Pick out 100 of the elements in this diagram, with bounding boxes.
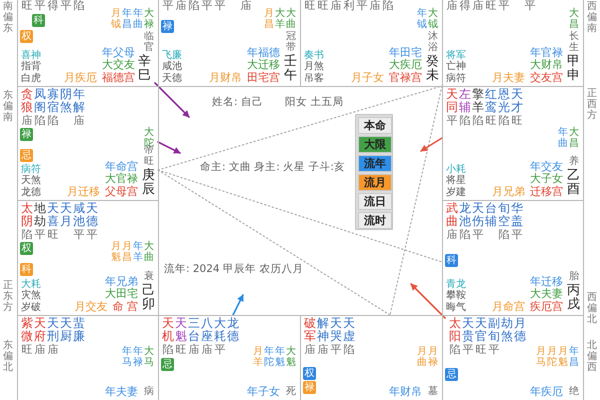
minor-star-label: 年马: [122, 346, 132, 368]
palace-cell: [158, 0, 301, 87]
star-brightness: 平: [201, 0, 213, 12]
minor-star-label: 大羊: [275, 8, 285, 30]
life-stage-label: 养: [569, 156, 579, 167]
star-name: 天厨: [60, 317, 72, 344]
spirit-star-label: 咸池: [162, 61, 182, 72]
palace-label: 大官禄: [105, 173, 138, 186]
star-name: 阴煞: [60, 88, 72, 114]
life-stage-label: 沐浴: [428, 31, 438, 53]
spirit-star-label: 病符: [446, 72, 466, 84]
palace-label: 年子女: [247, 386, 280, 398]
minor-star-label: 年曲: [558, 127, 568, 149]
minor-star-label: 大曲: [144, 241, 154, 263]
spirit-star-label: 龙德: [21, 186, 41, 198]
minor-star-label: 大昌: [569, 127, 579, 149]
dotted-line: [158, 86, 442, 170]
palace-label: 福德宫: [102, 72, 135, 84]
dotted-line: [158, 170, 390, 316]
palace-cell: [300, 0, 443, 87]
stem-branch-label: 壬午: [284, 54, 297, 84]
star-name: 天官: [475, 317, 487, 344]
star-brightness: 陷: [498, 115, 510, 127]
star-brightness: 平: [214, 344, 226, 356]
palace-cell: [17, 200, 159, 316]
palace-label: 月命宫: [492, 300, 525, 313]
star-brightness: 陷: [162, 344, 174, 356]
palace-label: 年福德: [247, 46, 280, 58]
star-name: 破军: [304, 317, 316, 344]
minor-star-label: 大钺: [428, 8, 438, 30]
star-name: 解神: [317, 317, 329, 344]
minor-star-label: 月魁: [111, 241, 121, 263]
stem-branch-label: 甲申: [567, 54, 580, 84]
star-brightness: 平: [488, 344, 500, 356]
star-brightness: 陷: [472, 115, 484, 127]
star-name: 红鸾: [485, 88, 497, 114]
star-brightness: 平: [34, 0, 46, 12]
star-brightness: 平: [86, 229, 98, 241]
star-brightness: 平: [330, 344, 342, 356]
chart-info-text: 命主: 文曲 身主: 火星 子斗:亥: [200, 161, 345, 174]
palace-label: 月兄弟: [492, 186, 525, 198]
palace-label: 大子女: [530, 173, 563, 186]
star-brightness: 平: [162, 0, 174, 12]
star-brightness: 得: [47, 0, 59, 12]
minor-star-label: 年陀: [264, 346, 274, 368]
star-brightness: 陷: [459, 229, 471, 241]
star-brightness: 庙: [317, 344, 329, 356]
star-brightness: 庙: [304, 344, 316, 356]
star-brightness: 平: [214, 0, 226, 12]
transform-tag: 科: [32, 14, 45, 27]
palace-label: 大夫妻: [530, 288, 563, 300]
direction-label: 正西方: [587, 88, 597, 121]
transform-tag: 禄: [20, 128, 33, 141]
direction-label: 南偏东: [3, 1, 13, 34]
star-brightness: 陷: [21, 229, 33, 241]
mode-button: 流月: [358, 174, 392, 191]
star-name: 紫微: [21, 317, 33, 344]
star-brightness: 庙: [446, 229, 458, 241]
palace-label: 田宅宫: [247, 72, 280, 84]
spirit-star-label: 奏书: [304, 50, 324, 61]
star-brightness: 庙: [201, 344, 213, 356]
minor-star-label: 年禄: [133, 346, 143, 368]
star-name: 擎羊: [472, 88, 484, 114]
spirit-star-label: 指背: [21, 61, 41, 72]
palace-label: 年官禄: [530, 46, 563, 59]
transform-tag: 科: [445, 254, 458, 267]
life-stage-label: 病: [144, 386, 154, 397]
minor-star-label: 大魁: [286, 346, 296, 368]
spirit-star-label: 吊客: [304, 72, 324, 84]
spirit-star-label: 将星: [446, 175, 466, 186]
life-stage-label: 胎: [569, 271, 579, 282]
spirit-star-label: 亡神: [446, 61, 466, 72]
spirit-star-label: 白虎: [21, 72, 41, 84]
star-name: 天机: [162, 317, 174, 344]
transform-tag: 权: [20, 30, 33, 43]
minor-star-label: 月马: [536, 346, 546, 368]
transform-tag: 忌: [161, 358, 174, 371]
palace-label: 月交友: [74, 300, 108, 313]
mode-panel: [355, 114, 393, 230]
star-name: 武曲: [446, 202, 458, 228]
spirit-star-label: 喜神: [21, 50, 41, 60]
stem-branch-label: 庚辰: [142, 168, 155, 198]
star-brightness: 旺: [475, 344, 487, 356]
minor-star-label: 月钺: [111, 8, 121, 30]
palace-label: 大田宅: [105, 288, 138, 300]
palace-label: 月夫妻: [492, 72, 525, 84]
palace-label: 年交友: [530, 160, 563, 173]
palace-label: 月迁移: [67, 186, 100, 198]
spirit-star-label: 月煞: [304, 61, 324, 72]
star-brightness: 陷: [73, 0, 85, 12]
star-name: 年解: [73, 88, 85, 114]
star-brightness: 旺: [21, 0, 33, 12]
mode-button: 大限: [358, 136, 392, 153]
star-brightness: 庙: [34, 344, 46, 356]
transform-tag: 权: [20, 242, 33, 255]
star-brightness: 平: [511, 229, 523, 241]
life-stage-label: 冠带: [286, 31, 296, 53]
arrow: [420, 137, 443, 152]
star-brightness: 旺: [21, 344, 33, 356]
star-brightness: 旺: [47, 229, 59, 241]
